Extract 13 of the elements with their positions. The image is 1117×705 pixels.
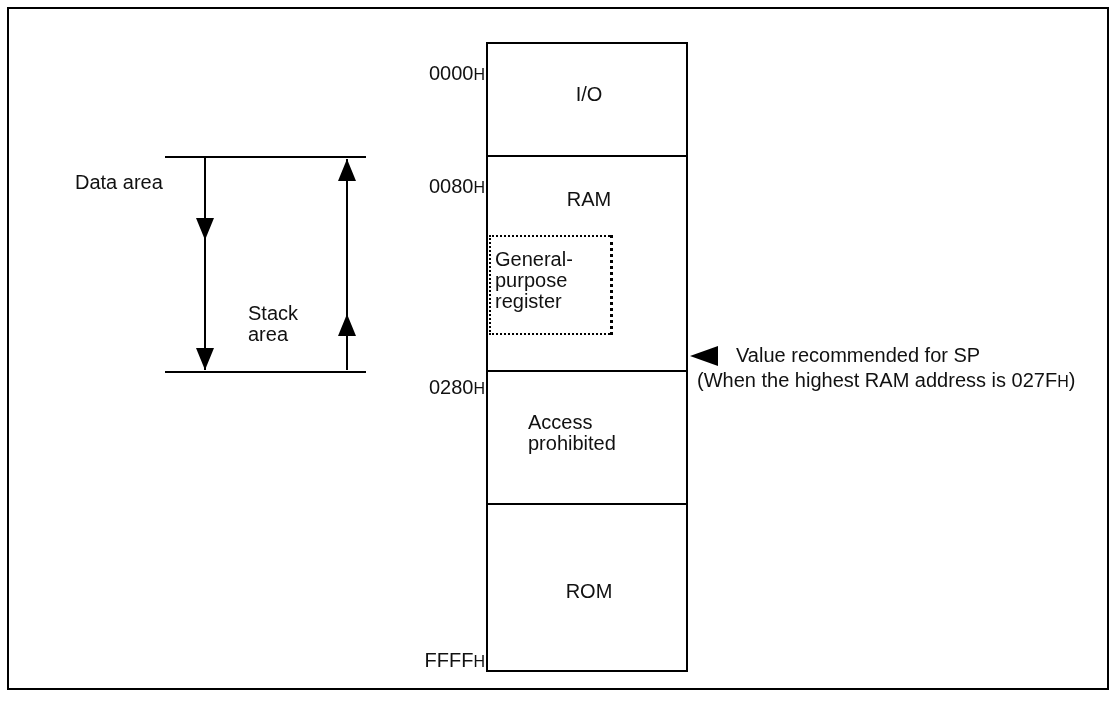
memory-region xyxy=(486,155,688,372)
memory-region xyxy=(486,370,688,505)
register-region xyxy=(489,235,613,335)
region-label: Access prohibited xyxy=(528,412,617,454)
region-label: I/O xyxy=(574,84,604,105)
region-label: RAM xyxy=(565,189,613,210)
region-label: ROM xyxy=(564,581,614,602)
note-text: Value recommended for SP xyxy=(736,345,982,366)
area-label: Stack area xyxy=(248,303,300,345)
area-label: Data area xyxy=(75,172,164,193)
memory-region xyxy=(486,42,688,157)
region-label: General-purpose register xyxy=(495,249,574,312)
memory-region xyxy=(486,503,688,672)
